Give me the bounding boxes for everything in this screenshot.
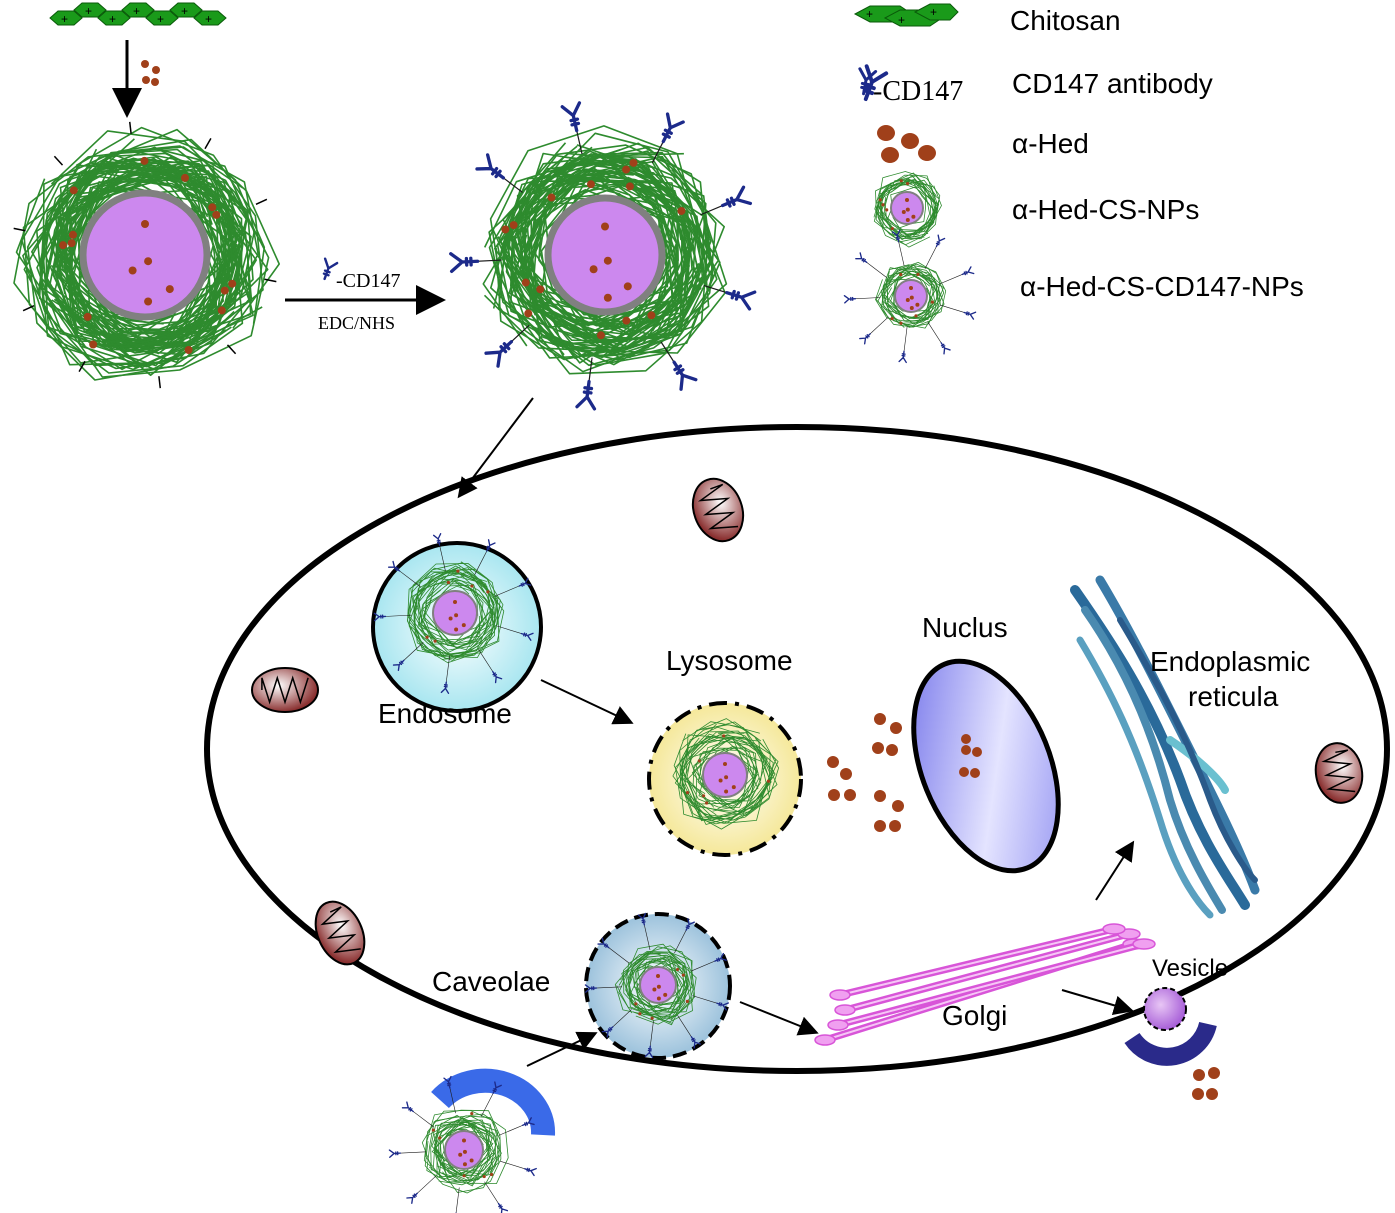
reaction-cd147-label: -CD147 <box>336 270 400 292</box>
arrow-caveolae-to-golgi <box>739 1001 819 1036</box>
legend-ahed-cs-nps-label: α-Hed-CS-NPs <box>1012 194 1199 225</box>
legend-chitosan-icon: + + + <box>853 3 959 27</box>
legend-np-ab-icon <box>843 229 977 364</box>
golgi-apparatus <box>814 923 1156 1046</box>
legend-cd147-antibody-label: CD147 antibody <box>1012 68 1213 99</box>
arrow-to-endosome <box>457 397 534 499</box>
reaction-condition-label: EDC/NHS <box>318 313 395 333</box>
vesicle <box>1124 987 1220 1100</box>
lysosome <box>647 701 803 857</box>
legend-chitosan-label: Chitosan <box>1010 5 1121 36</box>
drug-dots-top <box>141 60 160 86</box>
lysosome-label: Lysosome <box>666 645 793 676</box>
mitochondrion-top <box>691 477 745 543</box>
arrow-golgi-to-er <box>1095 840 1135 901</box>
legend-drug-icon <box>877 125 936 163</box>
legend: + + + Chitosan -CD147 CD147 antibody α-H… <box>843 3 1304 364</box>
vesicle-label: Vesicle <box>1152 955 1228 982</box>
legend-ahed-cs-cd147-nps-label: α-Hed-CS-CD147-NPs <box>1020 271 1304 302</box>
reaction-arrow-group: -CD147 EDC/NHS <box>285 257 446 333</box>
er-label-line1: Endoplasmic <box>1150 646 1310 677</box>
svg-text:+: + <box>181 4 188 18</box>
cell-membrane <box>204 424 1390 1074</box>
endoplasmic-reticulum <box>1070 575 1260 919</box>
nanoparticle-large-left <box>13 121 280 389</box>
caveolae <box>584 912 732 1060</box>
mitochondrion-right <box>1314 742 1364 804</box>
endosome-label: Endosome <box>378 698 512 729</box>
cd147-antibody-icon <box>322 257 339 281</box>
svg-text:+: + <box>61 12 68 26</box>
legend-antibody-icon <box>858 64 889 102</box>
endosome <box>371 533 543 713</box>
svg-text:+: + <box>205 12 212 26</box>
legend-ahed-label: α-Hed <box>1012 128 1089 159</box>
nucleus <box>911 658 1061 874</box>
arrow-golgi-to-vesicle <box>1061 989 1134 1016</box>
entering-nanoparticle <box>388 1068 556 1213</box>
svg-text:+: + <box>85 4 92 18</box>
svg-text:+: + <box>109 12 116 26</box>
arrow-endosome-to-lysosome <box>540 679 634 725</box>
legend-np-icon <box>873 171 942 248</box>
legend-cd147-icon-label: -CD147 <box>873 76 963 107</box>
chitosan-strand: + + + + + + + <box>49 2 227 26</box>
svg-text:+: + <box>898 13 905 27</box>
er-label-line2: reticula <box>1188 681 1279 712</box>
mitochondrion-left <box>251 667 319 713</box>
released-drugs <box>827 713 904 832</box>
svg-text:+: + <box>157 12 164 26</box>
nucleus-label: Nuclus <box>922 612 1008 643</box>
nanoparticle-large-right <box>449 101 757 411</box>
arrow-to-caveolae <box>526 1031 598 1067</box>
svg-text:+: + <box>866 7 873 21</box>
golgi-label: Golgi <box>942 1000 1007 1031</box>
mitochondrion-bottom-left <box>314 900 366 966</box>
svg-text:+: + <box>930 5 937 19</box>
svg-text:+: + <box>133 4 140 18</box>
caveolae-label: Caveolae <box>432 966 550 997</box>
